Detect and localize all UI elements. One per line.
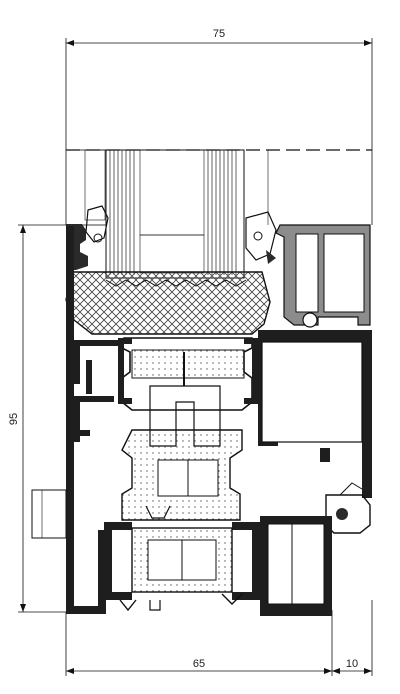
dimension-top-label: 75 xyxy=(213,28,225,40)
dimension-top: 75 xyxy=(65,28,373,225)
insulation-block xyxy=(65,271,271,335)
dimension-bottom-main-label: 65 xyxy=(193,658,205,670)
lower-sash-profile xyxy=(104,522,260,600)
dimension-left: 95 xyxy=(8,224,72,613)
gasket-right xyxy=(245,211,277,264)
glazing-unit xyxy=(65,149,269,279)
upper-thermal-break xyxy=(121,337,253,447)
lower-thermal-break xyxy=(121,429,243,521)
dimension-left-label: 95 xyxy=(8,413,20,425)
lower-frame-box xyxy=(260,516,332,616)
upper-sash-profile xyxy=(118,330,372,498)
dimension-bottom-offset-label: 10 xyxy=(346,658,358,670)
dimension-bottom: 65 10 xyxy=(65,600,373,676)
lower-clips xyxy=(119,593,243,612)
glazing-bead-profile xyxy=(275,224,371,328)
hardware-block xyxy=(31,489,67,539)
